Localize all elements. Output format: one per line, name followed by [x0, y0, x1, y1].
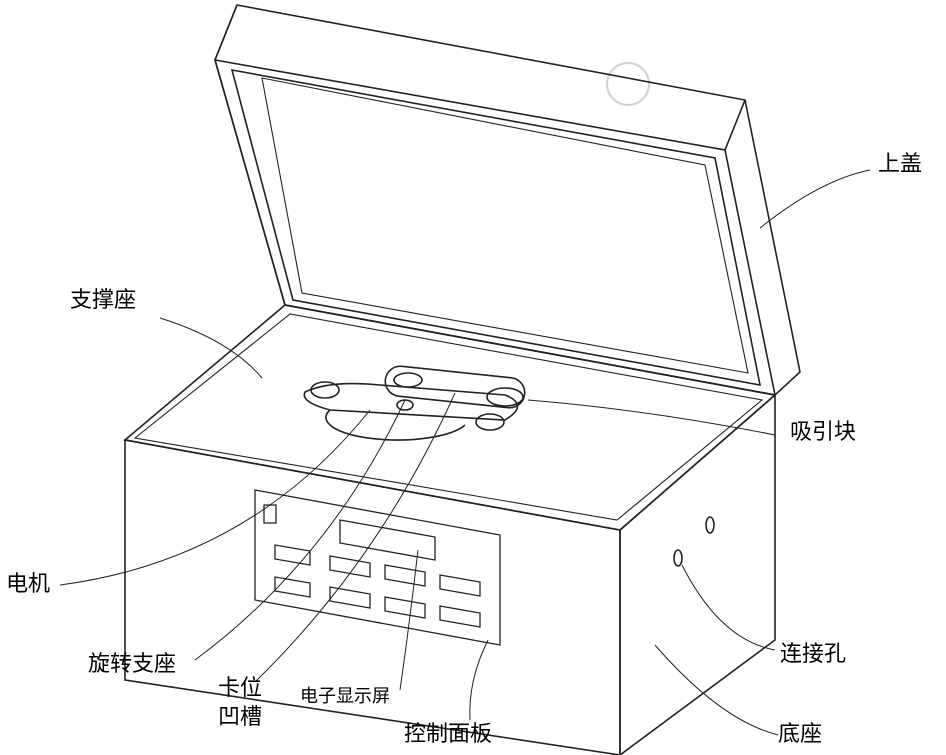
- label-slot-groove-line1: 卡位: [218, 676, 263, 701]
- watermark-seal: [606, 62, 650, 106]
- label-motor: 电机: [6, 572, 51, 597]
- lid: [213, 4, 801, 397]
- connection-hole: [673, 549, 683, 567]
- label-rotating-support: 旋转支座: [88, 652, 177, 677]
- label-slot-groove-line2: 凹槽: [218, 705, 263, 730]
- display-screen: [339, 519, 436, 561]
- label-support-seat: 支撑座: [70, 288, 137, 313]
- suction-block: [384, 365, 526, 409]
- rotating-support: [303, 365, 526, 441]
- control-panel: [254, 489, 501, 646]
- label-control-panel: 控制面板: [404, 722, 493, 747]
- label-lid: 上盖: [878, 152, 923, 177]
- label-base: 底座: [778, 722, 823, 747]
- label-suction-block: 吸引块: [790, 420, 857, 445]
- leader-lines: [59, 169, 871, 736]
- label-display-screen: 电子显示屏: [300, 686, 390, 707]
- label-connection-hole: 连接孔: [780, 642, 847, 667]
- panel-buttons: [274, 544, 481, 628]
- connection-hole: [705, 516, 715, 534]
